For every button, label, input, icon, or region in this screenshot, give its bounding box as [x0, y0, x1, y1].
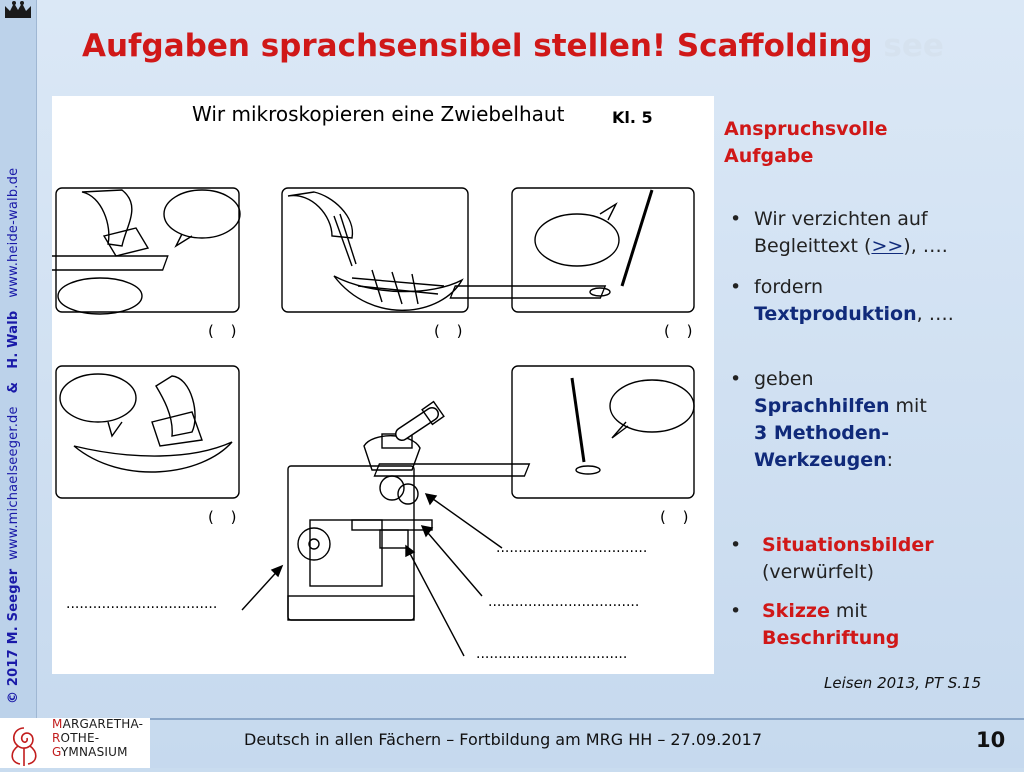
bullet-text-part: , ….	[916, 303, 954, 325]
bullet-text: Wir verzichten auf	[754, 208, 928, 230]
panel-1-frame	[55, 187, 240, 313]
paren-1: ( )	[208, 322, 243, 340]
label-blank-1: ..................................	[496, 540, 648, 556]
speech-bubble-icon	[534, 213, 620, 267]
paren-5: ( )	[660, 508, 695, 526]
worksheet-class: Kl. 5	[612, 108, 653, 127]
emphasis-text: Situationsbilder	[762, 534, 934, 556]
label-blank-2: ..................................	[66, 596, 218, 612]
bullet-text-part: mit	[829, 600, 868, 622]
section-heading: Anspruchsvolle Aufgabe	[724, 116, 888, 170]
bullet-icon: •	[730, 600, 742, 622]
pipette-icon	[570, 377, 586, 463]
vertical-credits: © 2017 M. Seeger www.michaelseeger.de & …	[6, 24, 30, 704]
bullet-text-part: :	[886, 449, 894, 471]
heading-line-1: Anspruchsvolle	[724, 118, 888, 140]
emphasis-text: Skizze	[762, 600, 830, 622]
onion-skin	[73, 441, 233, 473]
label-arrows	[241, 493, 503, 657]
bullet-text: Sprachhilfen mit	[754, 393, 927, 420]
hand-icon	[287, 191, 354, 239]
panel-4-frame	[55, 365, 240, 499]
url-seeger: www.michaelseeger.de	[6, 406, 21, 560]
tweezers-icon	[333, 215, 353, 267]
bullet-icon: •	[730, 368, 742, 390]
panel-2-frame	[281, 187, 469, 313]
label-blank-4: ..................................	[476, 646, 628, 662]
school-logo	[0, 718, 150, 768]
bullet-text: Skizze mit	[762, 598, 899, 625]
left-sidebar	[0, 0, 37, 718]
speech-bubble-icon	[57, 277, 143, 315]
bullet-text: fordern	[754, 276, 824, 298]
crown-icon	[5, 1, 31, 18]
microscope-icon	[287, 400, 445, 621]
speech-bubble-icon	[609, 379, 695, 433]
label-blank-3: ..................................	[488, 594, 640, 610]
speech-bubble-icon	[59, 373, 137, 423]
worksheet-title: Wir mikroskopieren eine Zwiebelhaut	[192, 102, 565, 126]
title-main: Aufgaben sprachsensibel stellen! Scaffol…	[82, 28, 873, 64]
school-name: MARGARETHA- ROTHE- GYMNASIUM	[52, 717, 143, 759]
paren-3: ( )	[664, 322, 699, 340]
slide-glass	[449, 285, 607, 299]
bullet-text-part: Begleittext (	[754, 235, 872, 257]
logo-word: ARGARETHA-	[62, 717, 144, 731]
url-walb: www.heide-walb.de	[6, 167, 21, 298]
logo-initial: M	[52, 717, 63, 731]
heading-line-2: Aufgabe	[724, 145, 814, 167]
logo-word: OTHE-	[60, 731, 100, 745]
emphasis-text: 3 Methoden-	[754, 422, 890, 444]
paren-4: ( )	[208, 508, 243, 526]
bullet-text: (verwürfelt)	[762, 561, 875, 583]
speech-bubble-icon	[163, 189, 241, 239]
rose-icon	[11, 727, 37, 766]
logo-word: YMNASIUM	[60, 745, 128, 759]
paren-2: ( )	[434, 322, 469, 340]
worksheet-drawings	[52, 187, 695, 657]
bullet-text-part: mit	[889, 395, 927, 417]
source-citation: Leisen 2013, PT S.15	[824, 674, 982, 692]
bullet-icon: •	[730, 276, 742, 298]
pipette-icon	[620, 189, 654, 287]
bullet-icon: •	[730, 208, 742, 230]
emphasis-text: Textproduktion	[754, 303, 917, 325]
page-number: 10	[976, 728, 1006, 752]
author-walb: H. Walb	[6, 310, 21, 369]
slide-glass	[52, 255, 169, 271]
slide-title: Aufgaben sprachsensibel stellen! Scaffol…	[82, 28, 944, 64]
ampersand: &	[6, 381, 21, 394]
logo-initial: R	[52, 731, 61, 745]
emphasis-text: Beschriftung	[762, 627, 900, 649]
hand-icon	[155, 375, 196, 437]
footer-divider	[0, 718, 1024, 720]
copyright-text: © 2017 M. Seeger	[6, 568, 21, 704]
bullet-text: Werkzeugen:	[754, 447, 927, 474]
hand-icon	[81, 189, 133, 247]
panel-5-frame	[511, 365, 695, 499]
footer-text: Deutsch in allen Fächern – Fortbildung a…	[244, 730, 763, 749]
bullet-icon: •	[730, 534, 742, 556]
bullet-text: geben	[754, 368, 814, 390]
panel-3-frame	[511, 187, 695, 313]
worksheet-image: Wir mikroskopieren eine Zwiebelhaut Kl. …	[52, 96, 714, 674]
title-faded: see	[883, 28, 944, 64]
bullet-text: Begleittext (>>), ….	[754, 233, 948, 260]
logo-initial: G	[52, 745, 61, 759]
bullet-text-part: ), ….	[903, 235, 948, 257]
begleittext-link[interactable]: >>	[871, 235, 904, 257]
emphasis-text: Sprachhilfen	[754, 395, 890, 417]
bullet-text: Textproduktion, ….	[754, 301, 954, 328]
emphasis-text: Werkzeugen	[754, 449, 887, 471]
